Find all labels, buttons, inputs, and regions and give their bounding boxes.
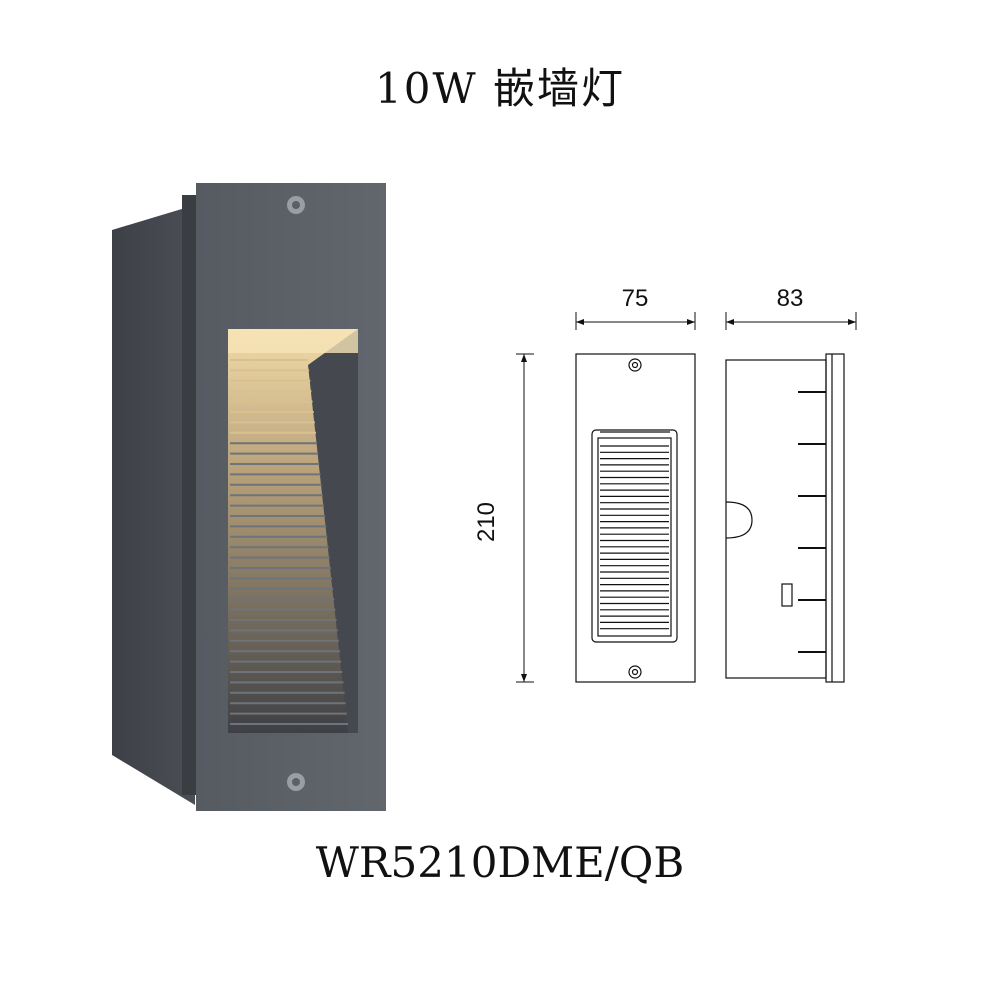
width-label: 75 [622,285,649,312]
depth-dimension: 83 [725,285,857,330]
depth-label: 83 [777,285,804,312]
side-fins [798,391,826,653]
height-label: 210 [473,502,500,542]
flange [182,195,198,795]
side-view [725,353,845,683]
front-view [575,353,696,683]
product-title: 10W 嵌墙灯 [375,64,625,113]
height-dimension: 210 [473,353,534,683]
product-photo [112,183,386,811]
back-box [112,205,195,805]
model-number: WR5210DME/QB [315,838,685,887]
front-louver-lines [600,445,669,630]
technical-drawing: 75 83 210 [473,285,857,683]
screw-top [287,196,305,214]
width-dimension: 75 [575,285,696,330]
louvers [230,359,348,725]
screw-bottom [287,773,305,791]
light-opening [228,329,358,733]
